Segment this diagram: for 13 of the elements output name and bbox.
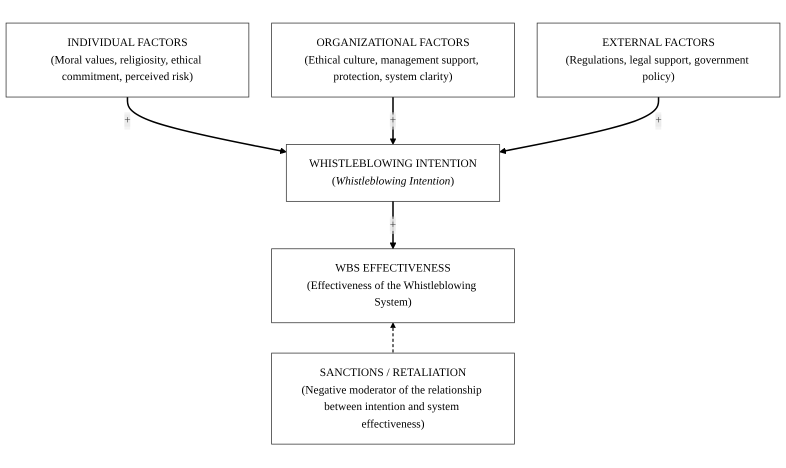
node-box: WBS EFFECTIVENESS (Effectiveness of the Whistleblowing System) xyxy=(271,248,515,324)
arrow xyxy=(390,322,396,354)
node-box: ORGANIZATIONAL FACTORS (Ethical culture, management support, protection, system clarity) xyxy=(271,23,515,98)
arrow xyxy=(499,97,660,154)
edge-label: + xyxy=(390,219,396,232)
node-box: EXTERNAL FACTORS (Regulations, legal support, government policy) xyxy=(536,23,780,98)
edge-label: + xyxy=(655,114,662,128)
node-box: WHISTLEBLOWING INTENTION (Whistleblowing Intention) xyxy=(286,144,500,202)
arrow xyxy=(126,97,287,154)
node-box: INDIVIDUAL FACTORS (Moral values, religiosity, ethical commitment, perceived risk) xyxy=(6,23,250,98)
edge-label: + xyxy=(390,114,396,128)
node-box: SANCTIONS / RETALIATION (Negative moderator of the relationship between intention and system effectiveness) xyxy=(271,353,515,445)
edge-label: + xyxy=(124,114,131,128)
